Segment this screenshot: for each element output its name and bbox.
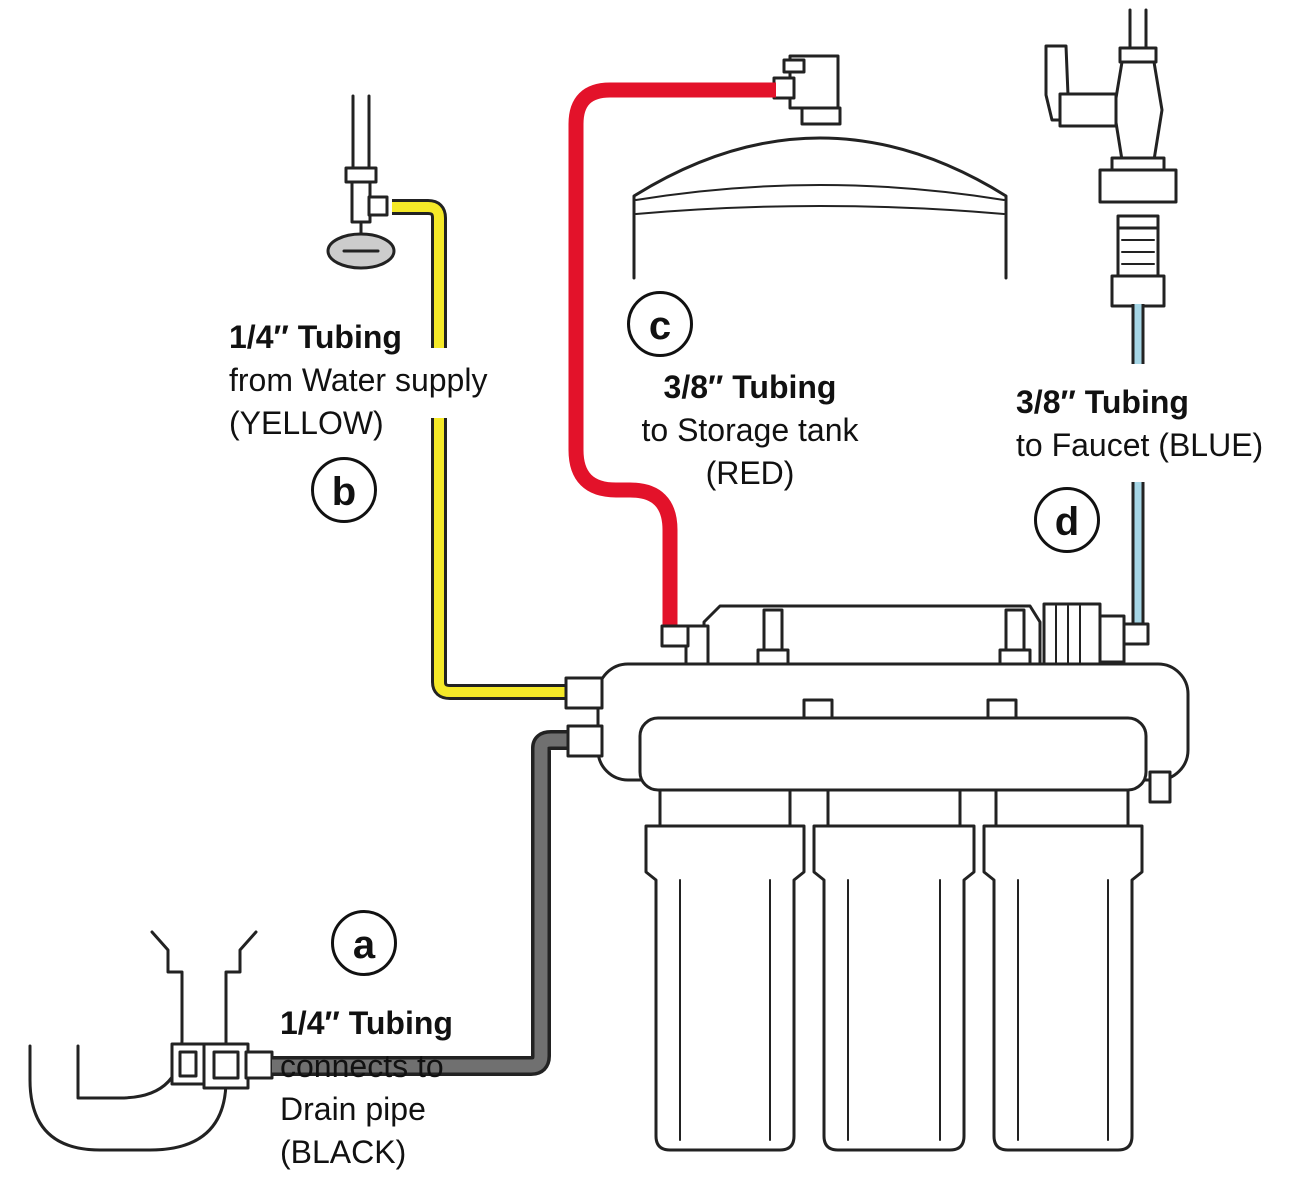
tank-valve-icon: [772, 54, 842, 126]
tubes: [272, 82, 1145, 1076]
badge-a: a: [331, 910, 397, 976]
label-c-line-1: to Storage tank: [641, 412, 859, 448]
label-d-line-1: to Faucet (BLUE): [1016, 427, 1264, 463]
red-tube: [568, 82, 776, 630]
filter-housing-1: [644, 788, 806, 1152]
label-d-size: 3/8″ Tubing: [1016, 384, 1189, 420]
label-a-line-2: Drain pipe: [280, 1091, 426, 1127]
badge-d: d: [1034, 487, 1100, 553]
badge-c: c: [627, 291, 693, 357]
label-c: 3/8″ Tubing to Storage tank (RED): [614, 366, 886, 495]
faucet-icon: [1044, 8, 1178, 308]
label-c-size: 3/8″ Tubing: [663, 369, 837, 405]
label-b-line-1: from Water supply: [229, 362, 488, 398]
label-a: 1/4″ Tubing connects to Drain pipe (BLAC…: [280, 1002, 453, 1174]
drain-saddle-clamp-icon: [170, 1042, 274, 1090]
label-a-line-1: connects to: [280, 1048, 444, 1084]
label-b-line-2: (YELLOW): [229, 405, 384, 441]
storage-tank: [632, 54, 1008, 280]
water-supply-valve: [326, 94, 396, 270]
label-a-size: 1/4″ Tubing: [280, 1005, 453, 1041]
filter-housing-3: [982, 788, 1144, 1152]
label-d: 3/8″ Tubing to Faucet (BLUE): [1016, 381, 1263, 467]
label-b-size: 1/4″ Tubing: [229, 319, 402, 355]
label-a-line-3: (BLACK): [280, 1134, 407, 1170]
label-c-line-2: (RED): [705, 455, 795, 491]
ro-filter-unit: [564, 602, 1190, 1152]
filter-housing-2: [812, 788, 976, 1152]
badge-b: b: [311, 457, 377, 523]
drain-pipe: [28, 930, 274, 1152]
label-b: 1/4″ Tubing from Water supply (YELLOW): [229, 316, 487, 445]
yellow-tube-lower: [431, 418, 572, 700]
